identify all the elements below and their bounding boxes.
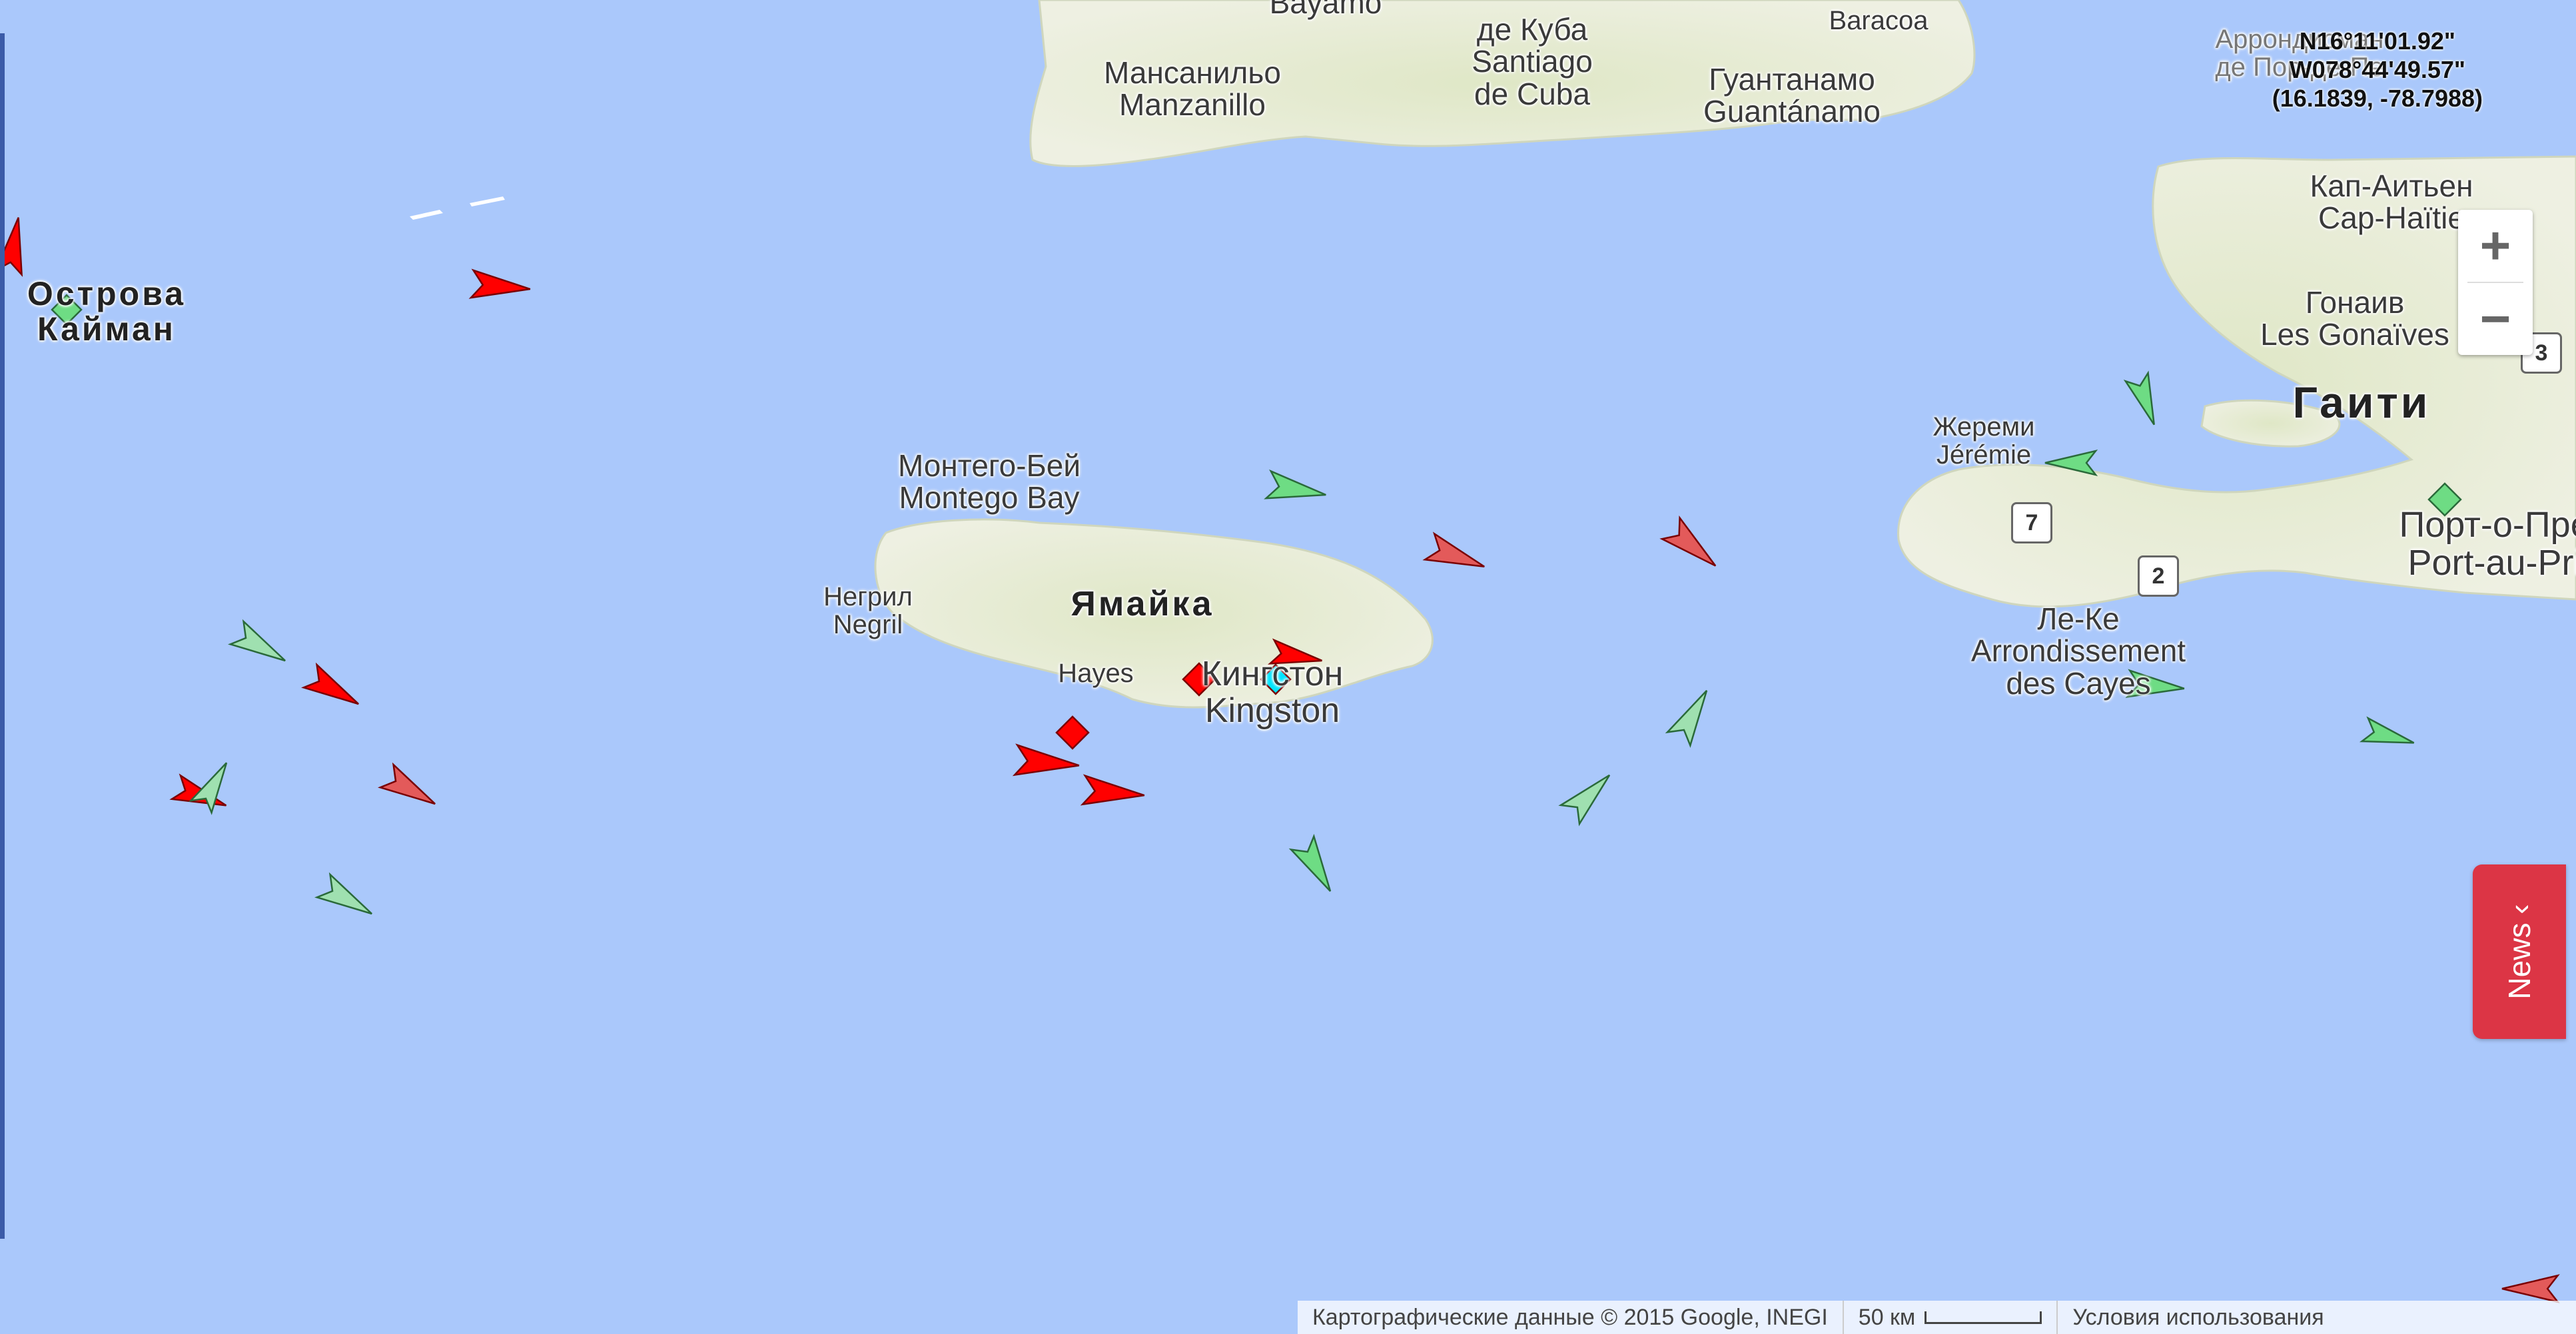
label-jeremie: Жереми Jérémie: [1932, 412, 2035, 470]
vessel-shape: [2427, 482, 2462, 517]
label-gonaives: Гонаив Les Gonaïves: [2260, 285, 2449, 352]
haiti-landmass: [1897, 155, 2576, 608]
vessel-shape: [51, 294, 83, 326]
zoom-in-button[interactable]: +: [2479, 216, 2511, 275]
vessel-icon[interactable]: [2044, 449, 2098, 477]
scale-bar: [1925, 1311, 2042, 1324]
zoom-out-button[interactable]: −: [2479, 289, 2511, 348]
vessel-shape: [1012, 743, 1080, 777]
vessel-shape: [1055, 715, 1090, 750]
zoom-control: + −: [2458, 210, 2533, 355]
news-tab-label: News ‹: [2502, 904, 2537, 1000]
map-attribution-bar: Картографические данные © 2015 Google, I…: [1298, 1301, 2576, 1334]
label-montego-bay: Монтего-Бей Montego Bay: [897, 448, 1081, 515]
news-tab-button[interactable]: News ‹: [2473, 864, 2566, 1039]
vessel-icon[interactable]: [1267, 638, 1324, 673]
vessel-icon[interactable]: [1080, 774, 1146, 810]
vessel-icon[interactable]: [1012, 743, 1080, 781]
vessel-icon[interactable]: [1665, 684, 1718, 748]
label-haiti: Гаити: [2292, 378, 2431, 427]
coordinate-decimal: (16.1839, -78.7988): [2272, 85, 2483, 113]
vessel-shape: [1422, 531, 1485, 567]
vessel-icon[interactable]: [189, 757, 236, 815]
label-cap-haitien: Кап-Аитьен Cap-Haïtie: [2310, 168, 2473, 236]
label-baracoa: Baracoa: [1829, 6, 1929, 35]
vessel-shape: [1558, 774, 1611, 827]
vessel-shape: [1659, 515, 1717, 567]
label-jamaica: Ямайка: [1071, 585, 1214, 623]
label-bayamo: Bayamo: [1269, 0, 1382, 20]
vessel-icon[interactable]: [378, 762, 442, 815]
vessel-icon[interactable]: [314, 872, 378, 925]
vessel-shape: [2125, 669, 2185, 699]
label-negril: Негрил Negril: [823, 582, 913, 639]
vessel-anchored-icon[interactable]: [1182, 662, 1216, 697]
cuba-landmass: [1029, 0, 1976, 167]
label-port-au-prince: Порт-о-Прен Port-au-Prin: [2399, 505, 2576, 583]
scale-indicator: 50 км: [1844, 1301, 2058, 1334]
vessel-shape: [301, 662, 359, 705]
vessel-icon[interactable]: [2501, 1274, 2560, 1303]
cayman-cay: [470, 196, 505, 206]
vessel-icon[interactable]: [2359, 716, 2417, 754]
label-santiago: де Куба Santiago de Cuba: [1472, 12, 1593, 111]
vessel-shape: [1264, 469, 1326, 500]
vessel-shape: [2359, 716, 2415, 744]
label-manzanillo: Мансанильо Manzanillo: [1104, 55, 1281, 123]
vessel-shape: [2123, 370, 2155, 426]
label-les-cayes: Ле-Ке Arrondissement des Cayes: [1970, 601, 2186, 701]
vessel-shape: [1260, 663, 1292, 695]
vessel-icon[interactable]: [228, 619, 292, 672]
vessel-icon[interactable]: [1288, 834, 1342, 898]
vessel-icon[interactable]: [2125, 669, 2186, 702]
vessel-shape: [1665, 690, 1708, 748]
vessel-icon[interactable]: [1422, 531, 1489, 579]
terms-link[interactable]: Условия использования: [2072, 1304, 2324, 1330]
vessel-shape: [2044, 449, 2098, 477]
vessel-icon[interactable]: [468, 268, 532, 303]
label-kingston: Кингстон Kingston: [1201, 655, 1344, 730]
zoom-separator: [2467, 282, 2523, 283]
vessel-shape: [1288, 834, 1332, 892]
road-shield: 7: [2011, 502, 2052, 543]
vessel-anchored-icon[interactable]: [1260, 663, 1292, 695]
attribution-text: Картографические данные © 2015 Google, I…: [1298, 1301, 1844, 1334]
vessel-icon[interactable]: [1264, 469, 1328, 508]
vessel-icon[interactable]: [1558, 766, 1619, 827]
vessel-shape: [378, 762, 436, 805]
vessel-anchored-icon[interactable]: [2427, 482, 2462, 517]
vessel-anchored-icon[interactable]: [1055, 715, 1090, 750]
left-panel-edge: [0, 33, 5, 1239]
vessel-shape: [1080, 774, 1145, 806]
coordinate-lon: W078°44'49.57": [2289, 56, 2465, 84]
coordinate-lat: N16°11'01.92": [2299, 27, 2455, 55]
label-arrondissement-port-de-paix: Аррондисман де Пор-де-Пе: [2215, 25, 2384, 82]
vessel-shape: [1267, 638, 1322, 665]
vessel-icon[interactable]: [1659, 515, 1725, 577]
coordinate-readout: N16°11'01.92" W078°44'49.57" (16.1839, -…: [2272, 27, 2483, 113]
vessel-shape: [2501, 1274, 2560, 1303]
vessel-shape: [228, 619, 286, 662]
label-hayes: Hayes: [1058, 659, 1134, 688]
road-shield: 2: [2138, 555, 2179, 597]
vessel-anchored-icon[interactable]: [51, 294, 83, 326]
gonave-island: [2200, 399, 2341, 448]
cayman-cay: [410, 210, 443, 220]
vessel-shape: [468, 268, 531, 299]
vessel-icon[interactable]: [301, 662, 365, 715]
label-cayman-islands: Острова Кайман: [27, 275, 187, 348]
label-guantanamo: Гуантанамо Guantánamo: [1703, 62, 1881, 129]
vessel-icon[interactable]: [2123, 370, 2166, 429]
vessel-shape: [314, 872, 372, 915]
vessel-shape: [1182, 662, 1216, 697]
vessel-shape: [189, 762, 228, 815]
